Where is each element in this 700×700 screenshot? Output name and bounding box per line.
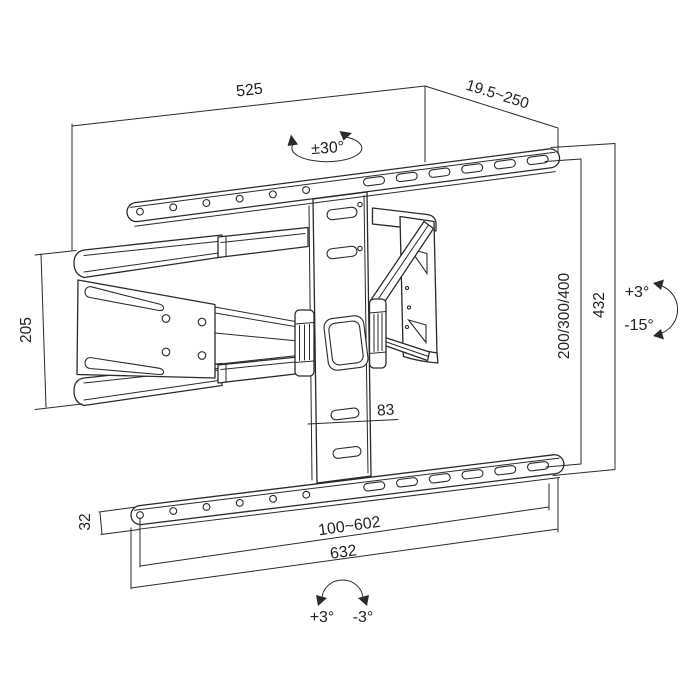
label-level-minus: -3° (353, 609, 374, 626)
rail-slot (461, 469, 484, 480)
label-total-height: 432 (591, 292, 608, 318)
bottom-tv-rail (130, 454, 565, 530)
rail-slot (527, 461, 550, 472)
label-vesa-patterns: 200/300/400 (556, 273, 573, 360)
vesa-column (308, 191, 372, 484)
swivel-hole (404, 285, 410, 291)
label-tilt-up: +3° (625, 284, 650, 301)
rail-hole (169, 507, 178, 515)
column-slot (332, 446, 362, 459)
upper-arm-outer (73, 234, 223, 279)
column-slot (330, 407, 360, 421)
level-arc (321, 579, 364, 600)
label-bar-length: 632 (329, 542, 358, 563)
rail-hole (268, 190, 277, 199)
label-wall-distance: 19.5~250 (464, 77, 532, 113)
swivel-indicator (287, 131, 363, 163)
tilt-arc (661, 285, 679, 334)
plate-hole (197, 351, 207, 360)
rail-slot (396, 477, 419, 488)
swivel-arrowhead-right (339, 131, 352, 141)
level-arrowhead-left (316, 595, 327, 606)
column-slot (326, 206, 358, 221)
rail-slot (526, 154, 549, 166)
plate-slot-top (84, 285, 165, 312)
rail-hole (136, 207, 144, 216)
plate-slot-bottom (84, 356, 165, 376)
tilt-arrowhead-up (653, 279, 664, 290)
rail-hole (202, 503, 211, 511)
dim-vesa-lines (544, 158, 582, 468)
dim-83-line (307, 419, 399, 425)
rail-slot (363, 176, 386, 187)
plate-hole (161, 314, 171, 323)
top-rail-body (126, 148, 561, 223)
plate-hole (161, 347, 171, 357)
tilt-indicator-right (653, 279, 679, 340)
swivel-hole (404, 324, 410, 330)
column-slot (326, 245, 358, 260)
label-top-width: 525 (235, 81, 264, 101)
rail-slot (428, 167, 451, 178)
rail-slot (493, 159, 516, 170)
dim-wall-distance-lines (424, 85, 559, 154)
rail-hole (302, 186, 311, 194)
rail-slot (395, 171, 418, 183)
dim-32-lines (98, 506, 140, 535)
dimension-lines (34, 85, 616, 590)
dim-525-lines (71, 85, 426, 251)
swivel-bracket (368, 207, 439, 369)
rail-hole (169, 203, 178, 212)
upper-arm-inner (217, 226, 309, 259)
label-swivel-angle: ±30° (311, 139, 345, 158)
label-level-plus: +3° (310, 609, 335, 626)
dim-205-lines (34, 250, 83, 410)
dim-hole-span-lines (139, 483, 550, 568)
dim-632-lines (130, 477, 559, 590)
bottom-rail-body (130, 454, 565, 526)
swivel-hole (406, 305, 412, 310)
tilt-arrowhead-down (653, 329, 664, 340)
wall-plate-assembly (73, 226, 315, 407)
rail-hole (302, 490, 311, 499)
rail-slot (428, 473, 451, 484)
mid-strut-lines (214, 306, 299, 371)
label-plate-height: 205 (18, 317, 35, 343)
label-column-width: 83 (376, 401, 394, 419)
swivel-arrowhead-left (287, 134, 298, 146)
rail-hole (269, 494, 277, 503)
swivel-ellipse-arrow (291, 136, 363, 163)
level-arrowhead-right (358, 595, 369, 606)
rail-slot (461, 163, 484, 174)
plate-hole (197, 317, 207, 327)
label-bar-thickness: 32 (77, 513, 94, 530)
wall-plate-face (76, 279, 216, 379)
level-indicator-bottom (316, 579, 369, 606)
rail-hole (235, 194, 244, 203)
label-tilt-down: -15° (624, 317, 654, 334)
rail-slot (494, 465, 517, 476)
swivel-cutout-bottom (407, 319, 427, 345)
dim-432-lines (550, 143, 616, 476)
rail-hole (202, 199, 211, 207)
rail-hole (235, 498, 244, 507)
top-tv-rail (126, 148, 561, 227)
rail-slot (363, 481, 386, 492)
